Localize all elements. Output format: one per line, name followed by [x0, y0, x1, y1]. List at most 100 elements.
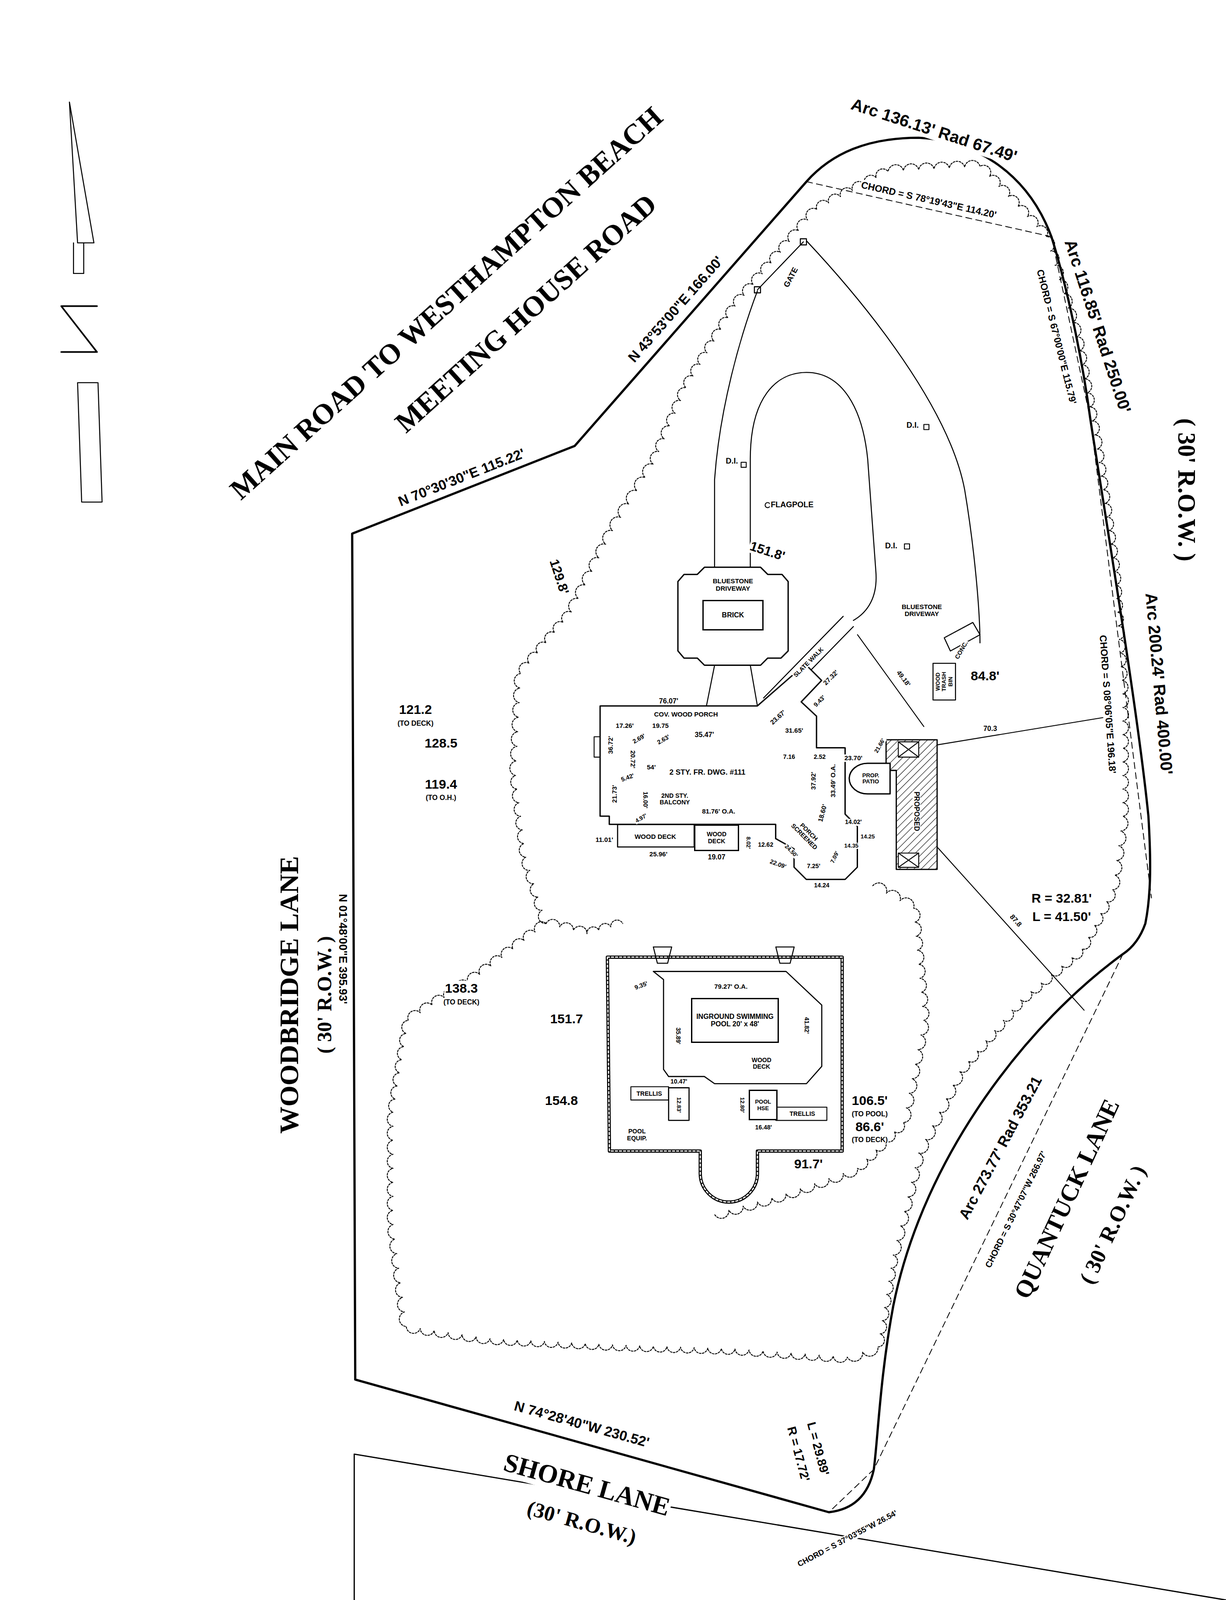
pool-fence	[607, 957, 843, 1203]
survey-label: FLAGPOLE	[769, 500, 815, 510]
survey-label: 16.00'	[641, 791, 649, 810]
shape-outline	[849, 763, 890, 795]
trash-bin	[933, 663, 956, 701]
survey-label: 7.16	[782, 753, 796, 761]
survey-label: (TO DECK)	[396, 719, 435, 728]
survey-label: CHORD = S 67°00'00"E 115.79'	[1034, 267, 1079, 407]
street-name: ( 30' R.O.W. )	[1172, 417, 1200, 563]
survey-label: D.I.	[884, 541, 899, 551]
survey-label: 154.8	[544, 1093, 579, 1108]
survey-label: WOOD TRASH BIN	[934, 669, 954, 694]
drain-inlet	[923, 424, 930, 431]
survey-label: 128.5	[423, 736, 459, 751]
proposed-addition	[885, 739, 938, 870]
survey-label: 54'	[645, 764, 657, 772]
chord-line	[1090, 418, 1152, 899]
pool-fence	[607, 957, 843, 1203]
survey-label: D.I.	[725, 457, 740, 466]
proposed-column	[898, 853, 919, 868]
survey-label: 2ND STY. BALCONY	[656, 792, 693, 806]
driveway-edge	[806, 240, 980, 643]
survey-label: 2.52	[812, 753, 827, 761]
shape-outline	[677, 567, 789, 666]
survey-label: 16.48'	[754, 1124, 773, 1132]
survey-label: Arc 200.24' Rad 400.00'	[1141, 591, 1176, 777]
drain-inlet	[904, 544, 910, 550]
pool-deck	[653, 971, 822, 1084]
survey-label: 33.49' O.A.	[829, 763, 838, 799]
survey-label: 19.75	[651, 722, 670, 730]
survey-label: 37.92'	[809, 771, 818, 791]
area-label: 2 STY. FR. DWG. #111	[669, 768, 746, 778]
survey-label: 31.65'	[784, 727, 804, 735]
survey-label: 10.47'	[669, 1078, 688, 1086]
trellis	[630, 1087, 669, 1101]
survey-label: 151.8'	[747, 538, 788, 564]
survey-label: POOL EQUIP.	[620, 1128, 653, 1143]
survey-label: 14.02'	[843, 819, 863, 827]
survey-label: 14.35	[843, 843, 860, 850]
proposed-column	[898, 742, 919, 758]
survey-label: (TO DECK)	[442, 998, 480, 1007]
north-arrow	[73, 243, 84, 274]
brick-walk	[706, 665, 758, 707]
survey-label: 79.27' O.A.	[713, 983, 749, 991]
survey-label: 91.7'	[793, 1156, 824, 1171]
survey-label: 119.4	[423, 776, 458, 792]
survey-label: WOOD DECK	[633, 833, 678, 841]
area-label: POOL HSE	[751, 1099, 775, 1112]
north-arrow	[77, 382, 103, 503]
survey-label: 12.80'	[739, 1097, 746, 1115]
survey-label: 19.07	[707, 853, 727, 862]
trellis	[775, 1107, 827, 1121]
survey-label: 21.66'	[872, 737, 887, 756]
tree-line-group	[387, 160, 1129, 1363]
survey-label: 35.47'	[694, 731, 716, 740]
shape-outline	[600, 664, 858, 880]
survey-label: 9.43'	[812, 693, 828, 709]
survey-label: 7.25'	[805, 863, 822, 870]
survey-label: D.I.	[905, 421, 920, 431]
survey-label: L = 41.50'	[1031, 909, 1092, 924]
gate-post	[800, 238, 807, 245]
survey-label: 22.09'	[767, 858, 788, 872]
survey-label: CHORD = S 78°19'43"E 114.20'	[859, 179, 999, 221]
survey-label: Arc 273.77' Rad 353.21	[955, 1073, 1046, 1224]
tree-line	[546, 919, 623, 935]
offset-line	[937, 716, 1111, 745]
survey-label: 106.5'	[850, 1093, 889, 1108]
survey-label: (TO POOL)	[850, 1111, 889, 1119]
area-label: WOOD DECK	[706, 831, 727, 845]
survey-label: 86.6'	[854, 1119, 886, 1135]
survey-label: 23.70'	[843, 754, 864, 763]
survey-label: GATE	[781, 265, 801, 290]
survey-label: TRELLIS	[635, 1090, 663, 1098]
chord-line	[828, 1469, 874, 1513]
survey-label: (TO O.H.)	[424, 794, 458, 803]
survey-label: 27.32'	[821, 668, 841, 688]
survey-label: WOOD DECK	[745, 1056, 778, 1071]
north-letter-glyph	[61, 306, 98, 353]
survey-label: TRELLIS	[788, 1111, 817, 1119]
survey-label: (TO DECK)	[850, 1136, 889, 1145]
offset-line	[857, 635, 924, 727]
steps	[593, 736, 601, 758]
wood-deck-outline	[617, 824, 695, 848]
survey-label: 8.02'	[745, 836, 752, 851]
survey-label: 70.3	[982, 725, 998, 733]
survey-label: BLUESTONE DRIVEWAY	[895, 603, 949, 618]
survey-label: 20.72'	[629, 749, 637, 770]
lamp-symbol	[653, 947, 672, 964]
tree-line	[714, 883, 930, 1220]
survey-label: PROPOSED	[913, 790, 921, 833]
survey-label: 138.3	[444, 980, 479, 996]
survey-label: Arc 136.13' Rad 67.49'	[847, 94, 1021, 167]
driveway-edge	[714, 291, 758, 568]
street-name: MAIN ROAD TO WESTHAMPTON BEACH	[222, 100, 670, 507]
drain-inlet	[741, 462, 747, 468]
survey-label: 87.8	[1007, 912, 1024, 930]
property-boundary	[352, 137, 1151, 1513]
survey-label: 76.07'	[658, 697, 680, 706]
tree-line	[387, 160, 1129, 1363]
